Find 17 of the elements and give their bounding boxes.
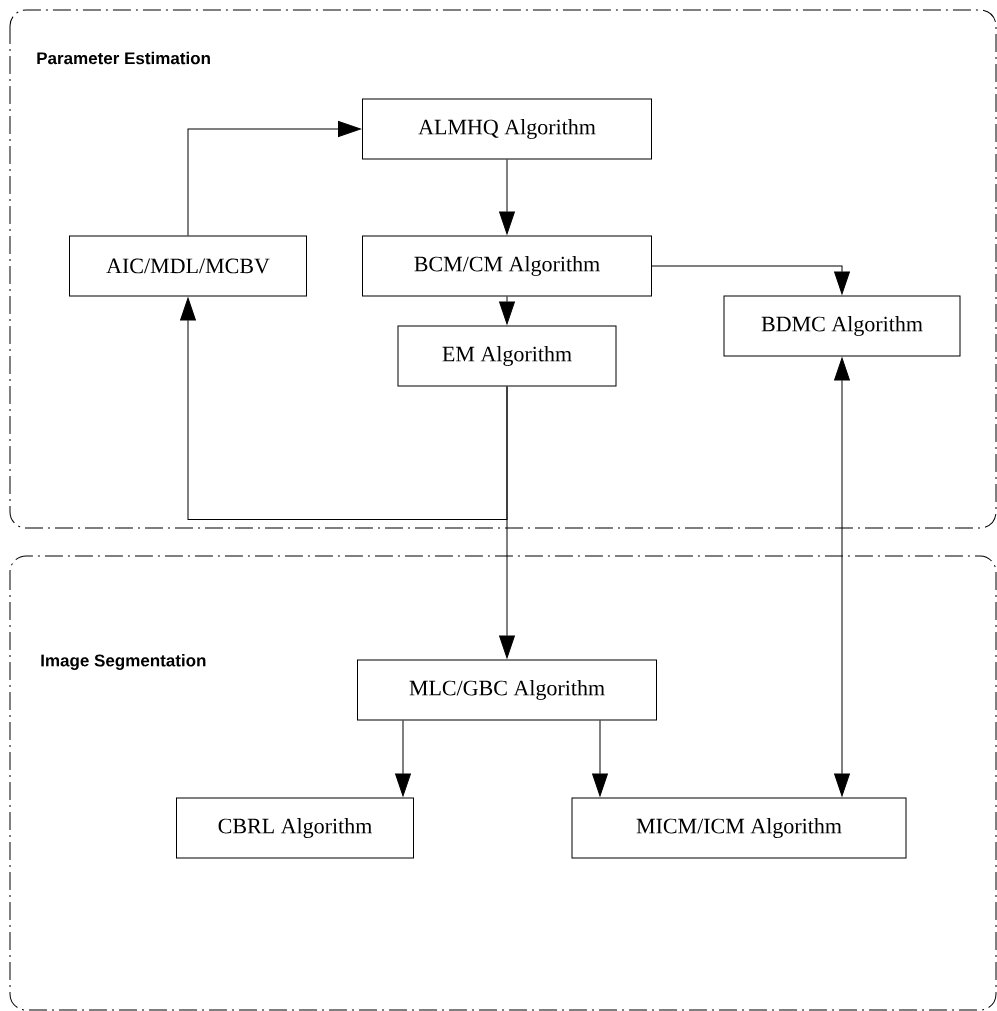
arrow [834, 357, 850, 797]
arrow [592, 720, 608, 797]
arrow [651, 265, 850, 295]
process-box: MICM/ICM Algorithm [571, 797, 907, 859]
arrow [180, 297, 508, 520]
process-box: ALMHQ Algorithm [362, 98, 652, 160]
arrow [499, 296, 515, 325]
arrow [499, 386, 515, 659]
process-box: BDMC Algorithm [723, 295, 961, 357]
process-box: AIC/MDL/MCBV [69, 235, 307, 297]
process-box: MLC/GBC Algorithm [357, 659, 657, 721]
process-box: BCM/CM Algorithm [362, 235, 652, 297]
process-box: EM Algorithm [397, 325, 617, 387]
process-box: CBRL Algorithm [176, 797, 414, 859]
arrow [187, 121, 361, 236]
arrow [499, 159, 515, 235]
arrow [395, 720, 411, 797]
